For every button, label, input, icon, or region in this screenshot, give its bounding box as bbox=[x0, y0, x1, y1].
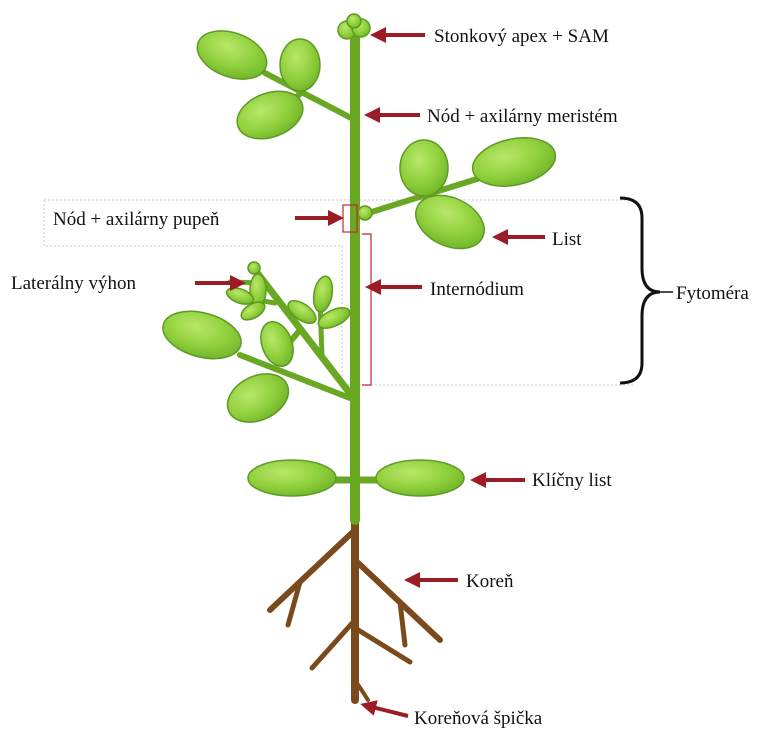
internode-bracket bbox=[362, 234, 371, 385]
leaf bbox=[400, 140, 448, 196]
leaf bbox=[158, 303, 247, 366]
arrows bbox=[195, 35, 545, 716]
cotyledon-leaf bbox=[248, 460, 336, 496]
phytomer-box-bottom bbox=[342, 246, 635, 385]
root-system bbox=[270, 518, 440, 700]
label-node-axillary-bud: Nód + axilárny pupeň bbox=[53, 209, 220, 230]
label-leaf: List bbox=[552, 229, 582, 250]
label-cotyledon: Klíčny list bbox=[532, 470, 612, 491]
label-lateral-shoot: Laterálny výhon bbox=[11, 273, 137, 294]
label-phytomer: Fytoméra bbox=[676, 283, 749, 304]
lateral-shoot-bud bbox=[248, 262, 260, 274]
apex-bud bbox=[347, 14, 361, 28]
leaf bbox=[468, 131, 560, 193]
label-internode: Internódium bbox=[430, 279, 524, 300]
label-root: Koreň bbox=[466, 571, 514, 592]
cotyledon-leaf bbox=[376, 460, 464, 496]
axillary-bud bbox=[358, 206, 372, 220]
phytomer-brace bbox=[620, 198, 660, 383]
label-shoot-apex: Stonkový apex + SAM bbox=[434, 26, 609, 47]
leaf bbox=[311, 275, 335, 314]
arrow-root-tip bbox=[368, 706, 408, 716]
label-node-axillary-meristem: Nód + axilárny meristém bbox=[427, 106, 618, 127]
leaf bbox=[191, 22, 274, 88]
label-root-tip: Koreňová špička bbox=[414, 708, 543, 729]
leaf bbox=[280, 39, 320, 91]
